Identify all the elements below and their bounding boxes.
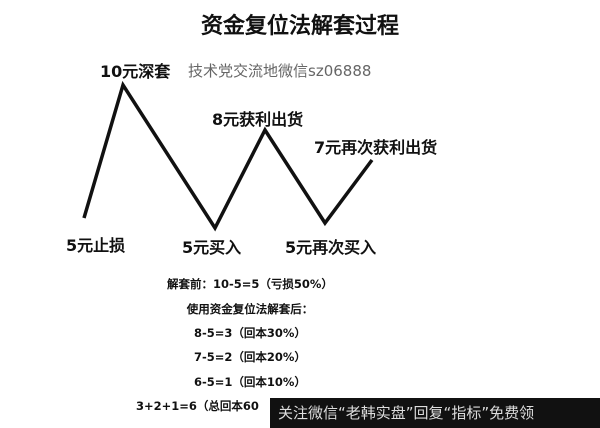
label-5-buy: 5元买入 <box>182 238 242 257</box>
label-5-stoploss: 5元止损 <box>66 236 126 255</box>
label-7-sell: 7元再次获利出货 <box>314 138 438 157</box>
calc-line: 6-5=1（回本10%） <box>194 375 306 389</box>
label-10-deep: 10元深套 <box>100 62 171 81</box>
calc-line: 7-5=2（回本20%） <box>194 350 306 364</box>
calc-line: 使用资金复位法解套后： <box>186 302 314 316</box>
calc-line: 解套前：10-5=5（亏损50%） <box>167 277 333 291</box>
watermark-text: 技术党交流地微信sz06888 <box>188 62 372 80</box>
calc-line: 8-5=3（回本30%） <box>194 326 306 340</box>
promo-banner: 关注微信“老韩实盘”回复“指标”免费领 <box>270 398 600 428</box>
calc-line: 3+2+1=6（总回本60 <box>136 399 259 413</box>
label-8-sell: 8元获利出货 <box>212 110 304 129</box>
label-5-rebuy: 5元再次买入 <box>285 238 377 257</box>
diagram-title: 资金复位法解套过程 <box>200 14 399 39</box>
